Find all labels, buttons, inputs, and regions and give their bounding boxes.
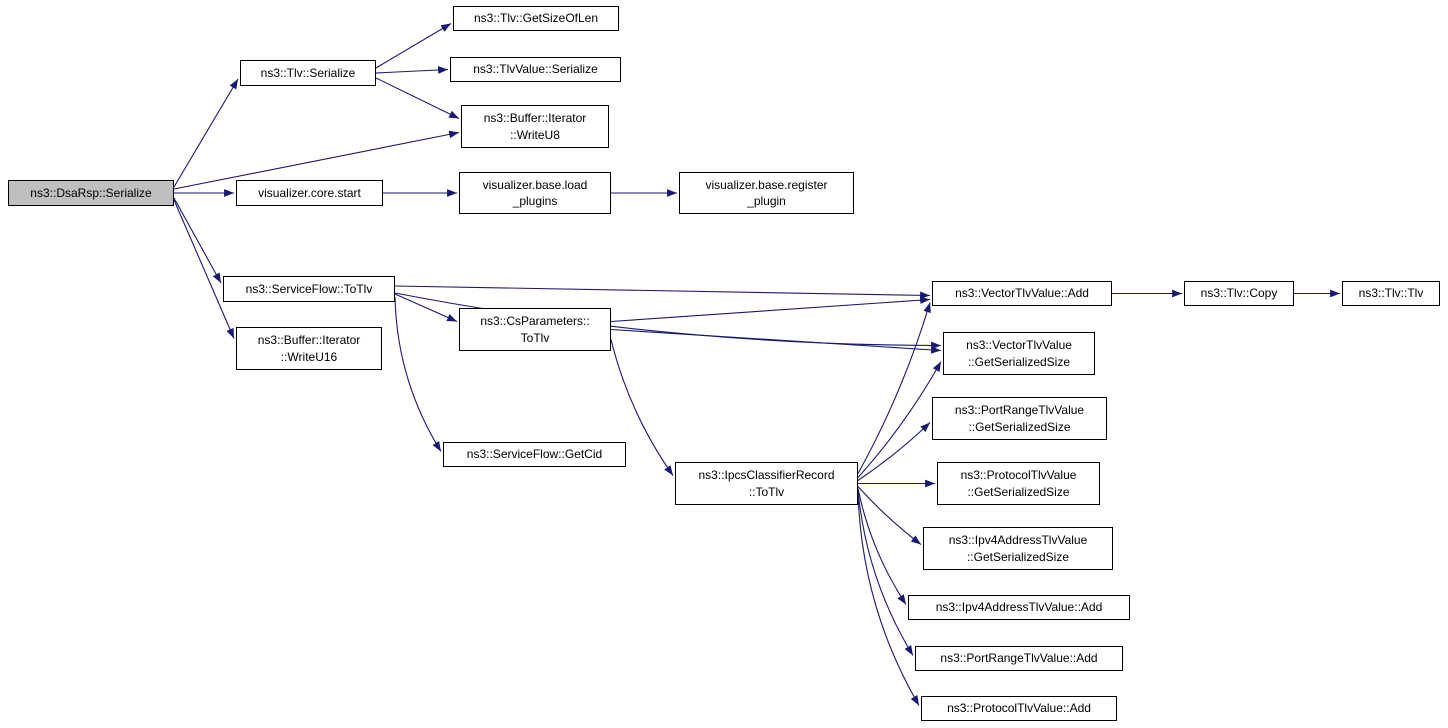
graph-node-vis_start[interactable]: visualizer.core.start (236, 180, 383, 206)
graph-node-label: ns3::TlvValue::Serialize (473, 62, 598, 77)
edge-csparams-vec_getsize (610, 328, 942, 354)
graph-node-label: ns3::Buffer::Iterator ::WriteU16 (257, 333, 361, 364)
graph-node-vec_add[interactable]: ns3::VectorTlvValue::Add (932, 281, 1112, 306)
edge-ipcs-vec_getsize (857, 361, 942, 478)
graph-node-load_plugins[interactable]: visualizer.base.load _plugins (459, 172, 611, 214)
edge-csparams-vec_add (610, 296, 931, 323)
edge-sf_totlv-vec_add (394, 285, 931, 300)
edge-sf_totlv-getcid (394, 296, 442, 452)
graph-node-label: visualizer.base.register _plugin (705, 177, 828, 208)
graph-node-register_plugin[interactable]: visualizer.base.register _plugin (679, 172, 854, 214)
graph-node-label: ns3::PortRangeTlvValue ::GetSerializedSi… (954, 403, 1085, 434)
graph-node-tlvvalue_serialize[interactable]: ns3::TlvValue::Serialize (450, 57, 621, 82)
graph-node-sf_totlv[interactable]: ns3::ServiceFlow::ToTlv (223, 276, 395, 302)
graph-node-label: visualizer.core.start (258, 185, 361, 200)
graph-node-label: ns3::ServiceFlow::GetCid (466, 447, 603, 462)
graph-node-vec_getsize[interactable]: ns3::VectorTlvValue ::GetSerializedSize (943, 332, 1095, 375)
graph-node-label: ns3::Ipv4AddressTlvValue::Add (935, 600, 1103, 615)
graph-node-label: ns3::Ipv4AddressTlvValue ::GetSerialized… (948, 533, 1088, 564)
graph-node-label: ns3::ProtocolTlvValue::Add (947, 701, 1091, 716)
graph-node-portrange_getsize[interactable]: ns3::PortRangeTlvValue ::GetSerializedSi… (932, 397, 1107, 440)
graph-node-getsizeoflen[interactable]: ns3::Tlv::GetSizeOfLen (453, 6, 619, 31)
graph-node-ipv4_getsize[interactable]: ns3::Ipv4AddressTlvValue ::GetSerialized… (923, 527, 1113, 570)
graph-node-ipv4_add[interactable]: ns3::Ipv4AddressTlvValue::Add (908, 595, 1130, 620)
edge-ipcs-portrange_getsize (857, 422, 931, 481)
graph-node-label: ns3::CsParameters:: ToTlv (480, 314, 590, 345)
graph-node-label: ns3::ProtocolTlvValue ::GetSerializedSiz… (960, 468, 1077, 499)
edge-dsarsp-writeu16 (173, 199, 235, 339)
graph-node-label: ns3::ServiceFlow::ToTlv (245, 281, 373, 296)
graph-node-label: ns3::Tlv::GetSizeOfLen (473, 11, 599, 26)
graph-node-label: ns3::Buffer::Iterator ::WriteU8 (483, 111, 587, 142)
edge-csparams-ipcs (610, 339, 674, 476)
graph-node-label: ns3::Tlv::Tlv (1358, 286, 1424, 301)
edge-dsarsp-tlv_serialize (173, 78, 239, 188)
graph-node-label: ns3::Tlv::Serialize (260, 65, 356, 80)
edge-ipcs-ipv4_add (857, 488, 907, 605)
edge-sf_totlv-csparams (394, 293, 458, 323)
graph-node-label: ns3::VectorTlvValue::Add (955, 286, 1089, 301)
edge-tlv_serialize-getsizeoflen (375, 23, 452, 69)
graph-node-dsarsp[interactable]: ns3::DsaRsp::Serialize (8, 180, 174, 206)
edge-dsarsp-writeu8 (173, 130, 460, 190)
graph-node-tlv_copy[interactable]: ns3::Tlv::Copy (1184, 281, 1294, 306)
edge-tlv_serialize-tlvvalue_serialize (375, 66, 449, 74)
graph-node-csparams[interactable]: ns3::CsParameters:: ToTlv (459, 308, 611, 351)
edge-ipcs-protocol_add (857, 492, 920, 706)
graph-node-label: ns3::DsaRsp::Serialize (30, 185, 152, 200)
edge-sf_totlv-vec_getsize (394, 292, 942, 350)
graph-node-protocol_add[interactable]: ns3::ProtocolTlvValue::Add (921, 696, 1117, 721)
graph-node-label: visualizer.base.load _plugins (482, 177, 588, 208)
graph-node-tlv_tlv[interactable]: ns3::Tlv::Tlv (1342, 281, 1440, 306)
edge-ipcs-vec_add (857, 302, 931, 474)
graph-node-label: ns3::VectorTlvValue ::GetSerializedSize (966, 338, 1072, 369)
graph-node-getcid[interactable]: ns3::ServiceFlow::GetCid (443, 442, 626, 467)
edge-ipcs-portrange_add (857, 490, 914, 656)
graph-node-protocol_getsize[interactable]: ns3::ProtocolTlvValue ::GetSerializedSiz… (937, 462, 1100, 505)
edge-ipcs-ipv4_getsize (857, 486, 922, 545)
graph-node-label: ns3::PortRangeTlvValue::Add (940, 651, 1098, 666)
edge-dsarsp-sf_totlv (173, 197, 222, 284)
graph-node-label: ns3::Tlv::Copy (1200, 286, 1278, 301)
graph-node-ipcs[interactable]: ns3::IpcsClassifierRecord ::ToTlv (675, 462, 858, 505)
graph-node-portrange_add[interactable]: ns3::PortRangeTlvValue::Add (915, 646, 1123, 671)
graph-node-writeu8[interactable]: ns3::Buffer::Iterator ::WriteU8 (461, 105, 609, 148)
graph-node-label: ns3::IpcsClassifierRecord ::ToTlv (698, 468, 835, 499)
edge-tlv_serialize-writeu8 (375, 77, 460, 119)
graph-node-tlv_serialize[interactable]: ns3::Tlv::Serialize (240, 60, 376, 86)
graph-node-writeu16[interactable]: ns3::Buffer::Iterator ::WriteU16 (236, 327, 382, 370)
